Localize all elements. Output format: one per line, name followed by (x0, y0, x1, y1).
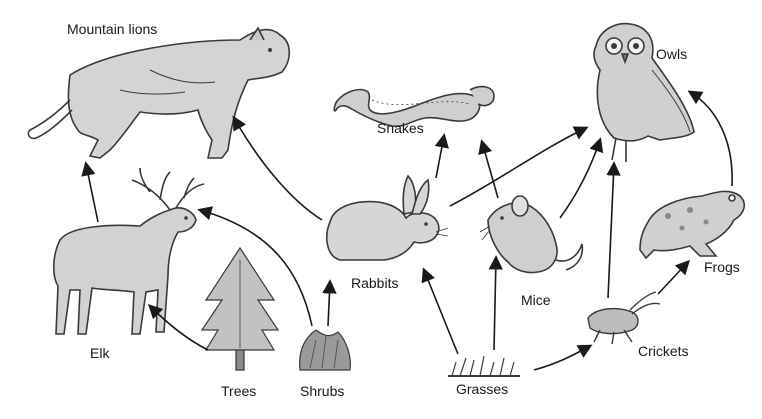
shrub-illustration (299, 329, 351, 371)
arrows-group (81, 90, 733, 371)
rabbit-illustration (326, 174, 449, 261)
arrow-elk-to-mountain-lions (81, 161, 99, 223)
frog-illustration (639, 190, 746, 260)
label-owls: Owls (656, 46, 688, 62)
label-elk: Elk (90, 345, 110, 361)
elk-illustration (52, 167, 205, 335)
mouse-illustration (479, 195, 584, 274)
mountain-lion-illustration (27, 26, 291, 159)
arrow-trees-to-elk (147, 303, 209, 351)
label-rabbits: Rabbits (351, 275, 399, 291)
tree-illustration (200, 246, 280, 371)
label-shrubs: Shrubs (300, 383, 345, 399)
arrow-mice-to-owls (559, 137, 604, 219)
arrow-grasses-to-crickets (533, 344, 593, 371)
arrow-shrubs-to-rabbits (322, 279, 337, 327)
arrow-shrubs-to-elk (197, 206, 313, 327)
arrow-grasses-to-rabbits (421, 267, 459, 355)
owl-illustration (593, 22, 695, 162)
arrow-rabbits-to-owls (449, 126, 589, 207)
label-snakes: Snakes (377, 120, 424, 136)
arrow-rabbits-to-snakes (434, 133, 449, 179)
label-crickets: Crickets (638, 343, 689, 359)
label-grasses: Grasses (456, 381, 509, 397)
label-mountain-lions: Mountain lions (67, 21, 158, 37)
arrow-crickets-to-frogs (657, 259, 690, 295)
cricket-illustration (587, 291, 661, 345)
arrow-shrubs-to-mountain-lions (232, 115, 323, 221)
arrow-mice-to-snakes (478, 139, 499, 199)
arrow-frogs-to-owls (687, 90, 733, 187)
label-mice: Mice (521, 292, 551, 308)
label-trees: Trees (221, 383, 257, 399)
label-frogs: Frogs (704, 259, 740, 275)
grass-illustration (448, 355, 520, 377)
arrow-crickets-to-owls (606, 161, 621, 299)
arrow-grasses-to-mice (488, 255, 503, 351)
snake-illustration (333, 85, 495, 128)
